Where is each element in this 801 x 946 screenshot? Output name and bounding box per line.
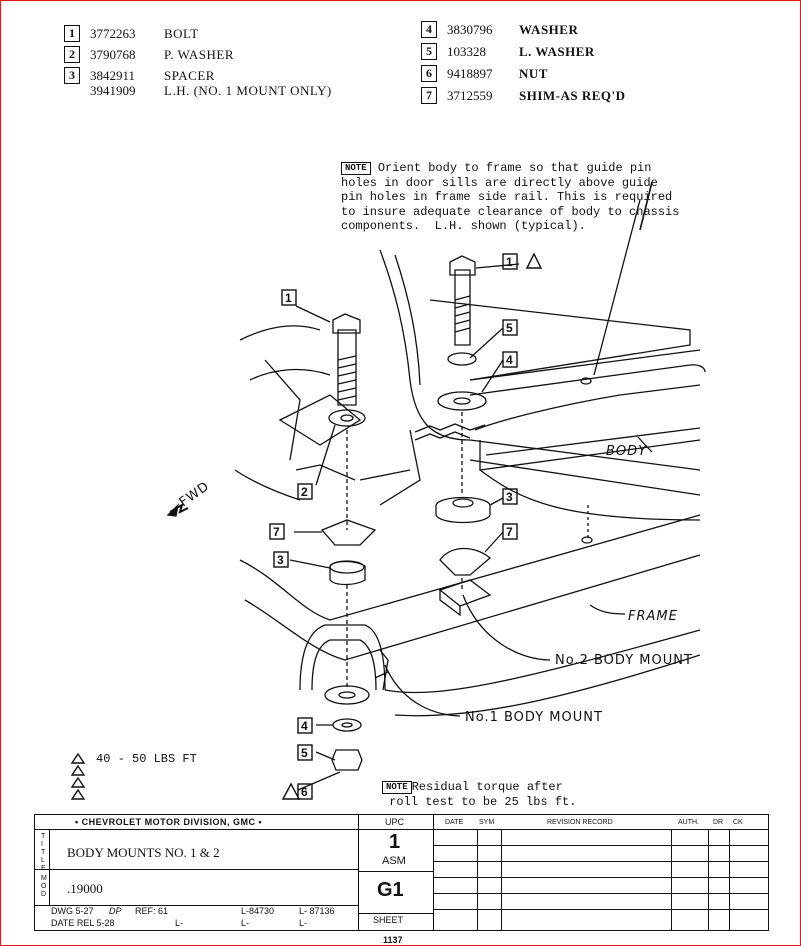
note-line: components. L.H. shown (typical). <box>341 219 586 233</box>
frame-rail <box>239 439 701 717</box>
part-number: 3712559 <box>447 88 493 103</box>
note-line: pin holes in frame side rail. This is re… <box>341 190 673 204</box>
callout-5: 5 <box>506 321 513 335</box>
note-badge: NOTE <box>341 162 371 175</box>
part-number: 3772263 <box>90 26 136 41</box>
part-name: WASHER <box>519 22 579 37</box>
date-released: DATE REL 5-28 <box>51 918 115 928</box>
part-callout-box: 4 <box>421 21 437 38</box>
mod-label: MOD <box>41 875 47 898</box>
callout-7: 7 <box>273 525 280 539</box>
part-name: NUT <box>519 66 548 81</box>
part-number: 3790768 <box>90 47 136 62</box>
fwd-arrow <box>166 502 189 517</box>
rev-header-ck: CK <box>733 819 743 826</box>
asm-label: ASM <box>382 855 406 867</box>
part-name: BOLT <box>164 26 199 41</box>
part-name: SPACER <box>164 68 215 83</box>
page-number: 1137 <box>383 935 403 945</box>
mount-1-bracket <box>299 624 389 691</box>
rev-header-dr: DR <box>713 819 724 826</box>
note-line: holes in door sills are directly above g… <box>341 175 658 190</box>
ref-line: L- <box>175 918 184 928</box>
rev-header-auth: AUTH. <box>678 819 699 826</box>
callout-1: 1 <box>285 291 292 305</box>
note-line: to insure adequate clearance of body to … <box>341 204 680 219</box>
model-number: .19000 <box>67 881 103 896</box>
body-outline <box>234 249 471 506</box>
fwd-label: FWD <box>177 479 213 510</box>
part-callout-box: 5 <box>421 43 437 60</box>
callout-3: 3 <box>506 490 513 504</box>
orientation-note: NOTE Orient body to frame so that guide … <box>341 161 679 234</box>
part-number: 103328 <box>447 44 486 59</box>
part-number: 9418897 <box>447 66 493 81</box>
note-line: Residual torque after <box>411 780 563 794</box>
l-number-4: L- <box>299 918 308 928</box>
part-name: L.H. (NO. 1 MOUNT ONLY) <box>164 83 332 98</box>
sheet-label: SHEET <box>373 915 404 925</box>
ref-number: REF: 61 <box>135 906 169 916</box>
dwg-date: DWG 5-27 <box>51 906 94 916</box>
diagram-labels: FWD BODY FRAME No.2 BODY MOUNT No.1 BODY… <box>177 444 693 725</box>
callout-5: 5 <box>301 746 308 760</box>
callout-6: 6 <box>301 785 308 799</box>
callout-boxes <box>70 252 543 800</box>
part-number: 3941909 <box>90 83 136 98</box>
callout-1: 1 <box>506 255 513 269</box>
frame-label: FRAME <box>628 609 678 624</box>
dwg-initials: DP <box>109 906 122 916</box>
mount-1-label: No.1 BODY MOUNT <box>465 710 603 725</box>
note-line: roll test to be 25 lbs ft. <box>389 794 577 809</box>
part-name: L. WASHER <box>519 44 595 59</box>
part-callout-box: 3 <box>64 67 80 84</box>
note-line: Orient body to frame so that guide pin <box>377 161 652 175</box>
part-callout-box: 1 <box>64 25 80 42</box>
callout-7: 7 <box>506 525 513 539</box>
division-name: • CHEVROLET MOTOR DIVISION, GMC • <box>75 817 263 827</box>
note-badge: NOTE <box>382 781 412 794</box>
part-callout-box: 2 <box>64 46 80 63</box>
mount-1-stack <box>320 313 377 771</box>
group-number: G1 <box>377 879 404 901</box>
callout-4: 4 <box>301 719 308 733</box>
body-label: BODY <box>606 444 647 459</box>
part-name: P. WASHER <box>164 47 235 62</box>
part-number: 3830796 <box>447 22 493 37</box>
mount-2-stack <box>435 255 491 590</box>
upc-label: UPC <box>385 817 405 827</box>
l-number-1: L-84730 <box>241 906 275 916</box>
l-number-3: L- <box>241 918 250 928</box>
part-number: 3842911 <box>90 68 136 83</box>
rev-header-sym: SYM <box>479 819 495 826</box>
title-block: • CHEVROLET MOTOR DIVISION, GMC • UPC TI… <box>34 814 769 931</box>
leader-lines <box>289 263 653 791</box>
part-callout-box: 7 <box>421 87 437 104</box>
part-callout-box: 6 <box>421 65 437 82</box>
part-name: SHIM-AS REQ'D <box>519 88 626 103</box>
callout-numbers: 1 2 3 4 5 6 7 1 5 4 3 7 <box>273 255 513 799</box>
rev-header-date: DATE <box>445 819 464 826</box>
title-label: TITLE <box>41 833 46 872</box>
torque-spec: 40 - 50 LBS FT <box>96 752 197 766</box>
callout-4: 4 <box>506 353 513 367</box>
drawing-title: BODY MOUNTS NO. 1 & 2 <box>67 845 220 860</box>
callout-2: 2 <box>301 485 308 499</box>
l-number-2: L- 87136 <box>299 906 335 916</box>
rev-header-record: REVISION RECORD <box>547 819 613 826</box>
upc-number: 1 <box>389 831 401 853</box>
mount-2-label: No.2 BODY MOUNT <box>555 653 693 668</box>
body-panel <box>414 181 706 471</box>
callout-3: 3 <box>277 553 284 567</box>
